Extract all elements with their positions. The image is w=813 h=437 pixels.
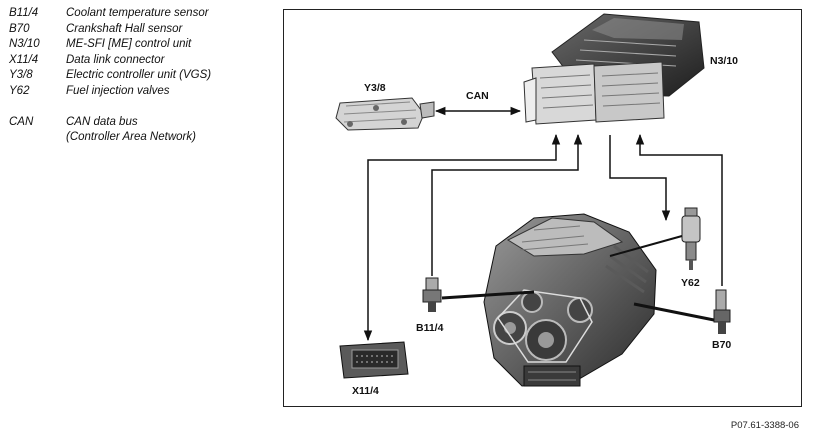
crankshaft-sensor-signal <box>635 133 723 286</box>
legend-code: X11/4 <box>9 53 39 66</box>
legend-desc: CAN data bus <box>66 115 138 128</box>
ecu-n3-10 <box>523 13 705 125</box>
data-link-connector-x11-4 <box>339 341 409 379</box>
legend-code: B70 <box>9 22 30 35</box>
legend-row-y3-8: Y3/8 Electric controller unit (VGS) <box>9 68 211 84</box>
label-can: CAN <box>466 90 489 102</box>
legend-code: B11/4 <box>9 7 39 19</box>
legend-row-b70: B70 Crankshaft Hall sensor <box>9 22 211 38</box>
legend-row-can: CAN CAN data bus <box>9 115 211 131</box>
engine <box>483 213 657 387</box>
legend-desc: Electric controller unit (VGS) <box>66 69 212 82</box>
label-x11-4: X11/4 <box>352 385 379 397</box>
legend-code: CAN <box>9 115 34 128</box>
legend: B11/4 Coolant temperature sensor B70 Cra… <box>9 6 211 146</box>
legend-desc: Data link connector <box>66 53 165 66</box>
label-b70: B70 <box>712 339 731 351</box>
label-b11-4: B11/4 <box>416 322 444 334</box>
injector-control-line <box>609 135 671 222</box>
label-y62: Y62 <box>681 277 700 289</box>
label-y3-8: Y3/8 <box>364 82 386 94</box>
data-link-connection <box>363 133 561 342</box>
diagram-frame: N3/10 Y3/8 CAN Y62 B11/4 B70 X11/4 <box>283 9 802 407</box>
b70-leader <box>633 302 715 322</box>
wiring-diagram: N3/10 Y3/8 CAN Y62 B11/4 B70 X11/4 <box>335 13 738 397</box>
legend-desc: (Controller Area Network) <box>66 131 196 144</box>
crankshaft-sensor-b70 <box>713 289 731 334</box>
y62-leader <box>609 235 683 257</box>
legend-row-x11-4: X11/4 Data link connector <box>9 53 211 69</box>
legend-code: Y3/8 <box>9 69 33 82</box>
figure-id: P07.61-3388-06 <box>730 420 799 431</box>
label-n3-10: N3/10 <box>710 55 738 67</box>
legend-row-b11-4: B11/4 Coolant temperature sensor <box>9 6 211 22</box>
fuel-injector-y62 <box>681 207 701 270</box>
legend-code: Y62 <box>9 84 30 97</box>
legend-desc: Coolant temperature sensor <box>66 7 209 19</box>
coolant-sensor-b11-4 <box>422 277 442 312</box>
legend-desc: ME-SFI [ME] control unit <box>66 38 192 51</box>
vgs-controller-y3-8 <box>335 97 435 131</box>
legend-row-can-cont: (Controller Area Network) <box>9 130 211 146</box>
coolant-sensor-signal <box>431 133 583 276</box>
legend-code: N3/10 <box>9 38 40 51</box>
legend-desc: Crankshaft Hall sensor <box>66 22 183 35</box>
legend-spacer <box>9 100 211 115</box>
legend-row-y62: Y62 Fuel injection valves <box>9 84 211 100</box>
legend-row-n3-10: N3/10 ME-SFI [ME] control unit <box>9 37 211 53</box>
legend-desc: Fuel injection valves <box>66 84 170 97</box>
b11-4-leader <box>441 290 535 300</box>
